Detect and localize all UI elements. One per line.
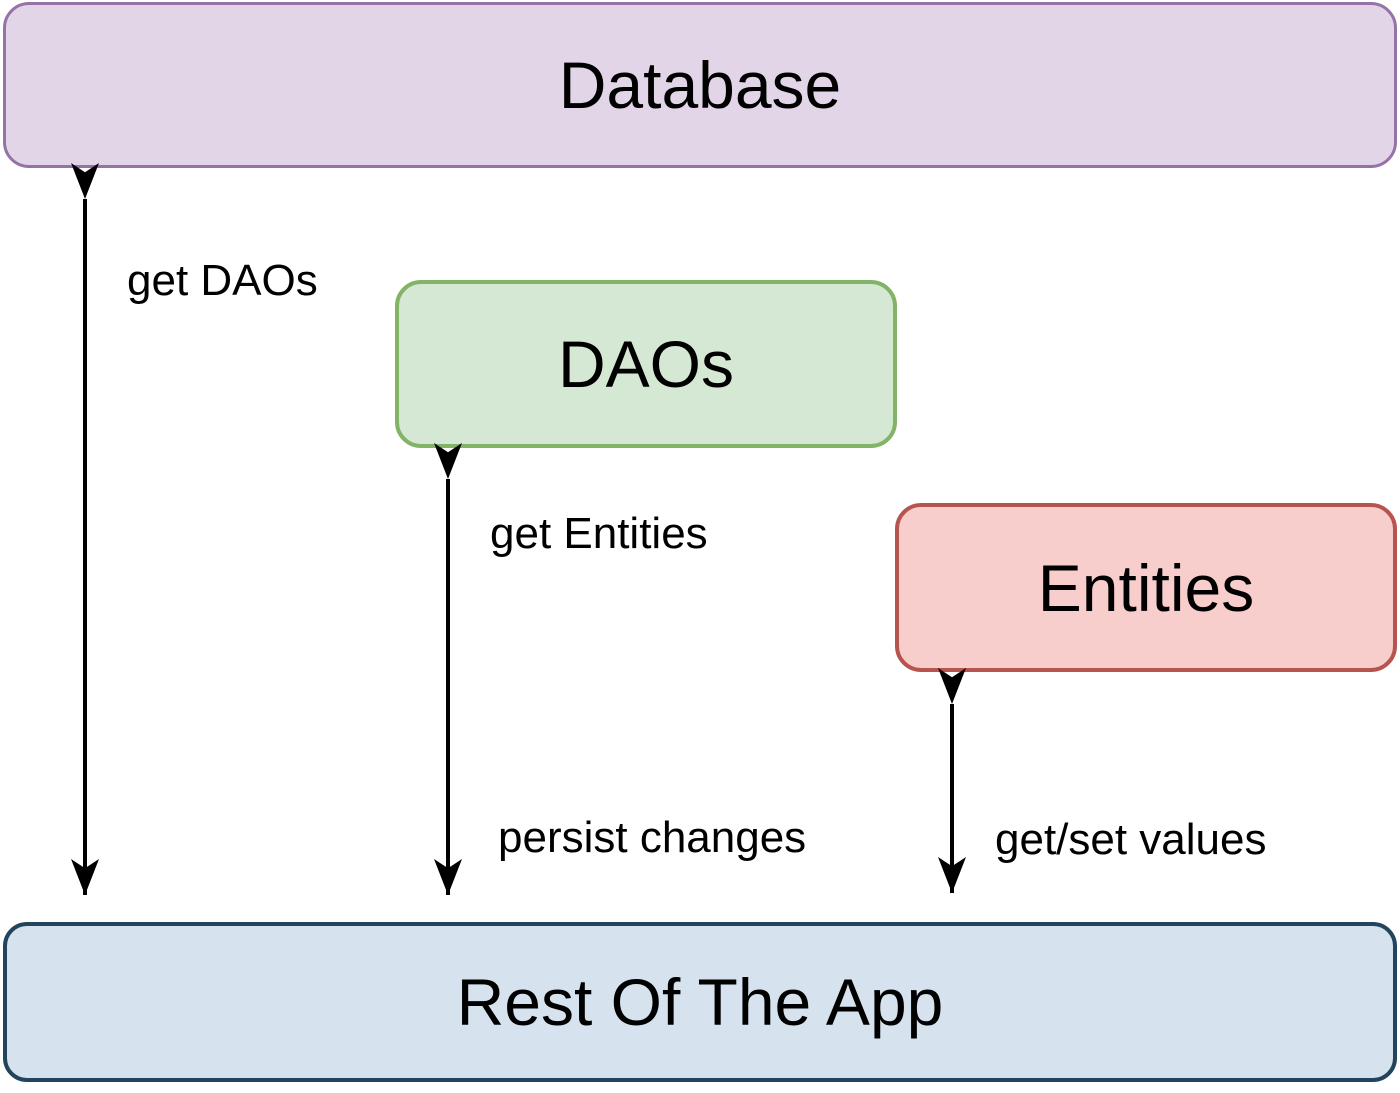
edge-label-get-entities: get Entities bbox=[490, 509, 708, 558]
edge-label-get-set-values: get/set values bbox=[995, 815, 1267, 864]
node-database: Database bbox=[3, 2, 1397, 168]
node-daos: DAOs bbox=[395, 280, 897, 448]
edge-label-get-daos: get DAOs bbox=[127, 256, 318, 305]
node-entities: Entities bbox=[895, 503, 1397, 672]
node-rest-of-app: Rest Of The App bbox=[3, 922, 1397, 1082]
edge-label-persist-changes: persist changes bbox=[498, 813, 807, 862]
node-daos-label: DAOs bbox=[557, 327, 735, 401]
node-database-label: Database bbox=[558, 48, 842, 122]
node-rest-of-app-label: Rest Of The App bbox=[456, 965, 944, 1039]
node-entities-label: Entities bbox=[1037, 550, 1255, 625]
